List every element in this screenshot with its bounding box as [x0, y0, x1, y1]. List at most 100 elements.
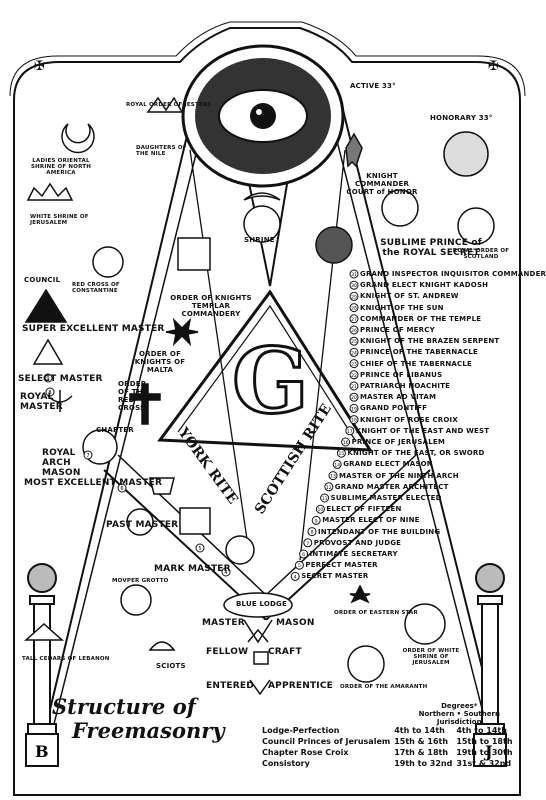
step-badge: [349, 381, 359, 391]
jester-hat-icon: [146, 96, 184, 113]
past-master-icon: [126, 508, 154, 536]
york-rite-degree: CHAPTER: [96, 426, 134, 434]
crescent-icon: [61, 123, 95, 154]
northern-degrees: 17th & 18th: [394, 748, 449, 757]
step-badge: [349, 403, 359, 413]
tall-cedars-icon: [24, 622, 64, 641]
svg-text:G: G: [232, 328, 309, 434]
scottish-rite-degree: GRAND INSPECTOR INQUISITOR COMMANDER: [360, 270, 546, 278]
scottish-rite-degree: INTIMATE SECRETARY: [309, 550, 398, 558]
york-step-badge: [45, 387, 55, 397]
red-cross-constantine-icon: [92, 246, 124, 278]
york-rite-degree: ORDER OF THE RED CROSS: [118, 380, 148, 412]
scimitar-icon: [243, 192, 281, 201]
label-mason: MASON: [276, 618, 315, 628]
double-eagle-icon: [345, 132, 363, 168]
entered-apprentice-icon: [249, 679, 271, 696]
scottish-rite-degree: MASTER AD VITAM: [360, 393, 437, 402]
step-badge: [349, 347, 359, 357]
york-rite-degree: ROYAL ARCH MASON: [42, 448, 81, 478]
step-number: 18: [351, 418, 357, 424]
step-number: 13: [330, 474, 336, 480]
red-cross-icon: [129, 383, 161, 425]
scottish-rite-degree: MASTER ELECT OF NINE: [322, 516, 420, 525]
menorah-icon: [47, 390, 73, 412]
step-badge: [311, 515, 321, 525]
label-daughters-nile: DAUGHTERS OF THE NILE: [136, 145, 187, 157]
york-step-number: 8: [48, 390, 51, 396]
step-badge: [349, 303, 359, 313]
york-step-badge: [83, 450, 93, 460]
label-knight-commander: KNIGHT COMMANDER COURT of HONOR: [346, 172, 418, 196]
mark-master-icon: [225, 535, 255, 565]
degree-body-name: Consistory: [262, 759, 310, 768]
step-number: 24: [351, 350, 357, 356]
york-step-number: 7: [86, 453, 89, 459]
step-badge: [328, 471, 338, 481]
york-rite-degree: PAST MASTER: [106, 520, 179, 530]
pillar-b-letter: B: [35, 742, 49, 761]
step-badge: [324, 482, 334, 492]
keystone-icon: [149, 477, 175, 495]
york-rite-degree: SELECT MASTER: [18, 374, 103, 384]
york-step-number: 9: [46, 376, 49, 382]
step-number: 25: [351, 339, 357, 345]
sciots-icon: [148, 641, 176, 651]
label-royal-order-scotland: ROYAL ORDER OF SCOTLAND: [452, 248, 510, 260]
york-rite-degree: ORDER OF KNIGHTS TEMPLAR COMMANDERY: [170, 294, 252, 318]
label-sciots: SCIOTS: [156, 662, 186, 670]
step-badge: [349, 291, 359, 301]
scottish-rite-degree: PRINCE OF THE TABERNACLE: [360, 348, 478, 357]
pillar-j-letter: J: [483, 742, 493, 761]
label-active33: ACTIVE 33°: [350, 82, 396, 90]
sublime-prince-eagle-icon: [315, 226, 353, 264]
white-shrine-icon: [404, 603, 446, 645]
kcch-icon: [381, 189, 419, 227]
label-blue-lodge: BLUE LODGE: [236, 600, 287, 608]
step-number: 29: [351, 294, 357, 300]
step-number: 17: [347, 429, 353, 435]
scottish-rite-degree: PERFECT MASTER: [305, 561, 378, 570]
honorary-33-icon: [443, 131, 489, 177]
york-step-number: 5: [198, 546, 201, 552]
blue-lodge-seal-icon: [223, 592, 293, 618]
york-step-badge: [195, 543, 205, 553]
label-honorary33: HONORARY 33°: [430, 114, 493, 122]
label-craft: CRAFT: [268, 647, 302, 657]
step-badge: [294, 560, 304, 570]
york-step-number: 4: [224, 570, 227, 576]
scottish-rite-degree: ELECT OF FIFTEEN: [326, 505, 402, 514]
step-number: 30: [351, 283, 357, 289]
fellow-craft-icon: [253, 651, 269, 665]
knights-templar-icon: [177, 237, 211, 271]
step-number: 22: [351, 373, 357, 379]
step-number: 12: [326, 485, 332, 491]
g-letter-icon: G: [231, 327, 311, 436]
degrees-legend: Degrees* Northern • Southern Jurisdictio…: [262, 702, 517, 770]
step-badge: [349, 359, 359, 369]
scottish-rite-degree: KNIGHT OF ROSE CROIX: [360, 415, 458, 424]
compass-triangle: [37, 69, 506, 761]
past-master-square-icon: [179, 507, 211, 535]
southern-degrees: 31st & 32nd: [456, 759, 512, 768]
scottish-rite-degree: PATRIARCH NOACHITE: [360, 382, 451, 390]
step-badge: [320, 493, 330, 503]
shrine-emblem-icon: [243, 205, 281, 243]
royal-order-scotland-icon: [457, 207, 495, 245]
label-master: MASTER: [202, 618, 245, 628]
scottish-rite-degree: PRINCE OF LIBANUS: [360, 370, 443, 379]
york-rite-degree: MARK MASTER: [154, 564, 231, 574]
scottish-rite-degree: GRAND MASTER ARCHITECT: [334, 482, 449, 491]
step-badge: [349, 280, 359, 290]
scottish-rite-degree: SECRET MASTER: [301, 572, 369, 581]
york-rite-degree: ROYAL MASTER: [20, 392, 63, 412]
degree-body-name: Chapter Rose Croix: [262, 748, 349, 757]
emblem-icons: [24, 96, 495, 696]
scottish-rite-degree: KNIGHT OF THE EAST AND WEST: [355, 426, 490, 435]
pillar-boaz: [25, 563, 59, 767]
step-badge: [349, 269, 359, 279]
step-number: 10: [318, 507, 324, 513]
